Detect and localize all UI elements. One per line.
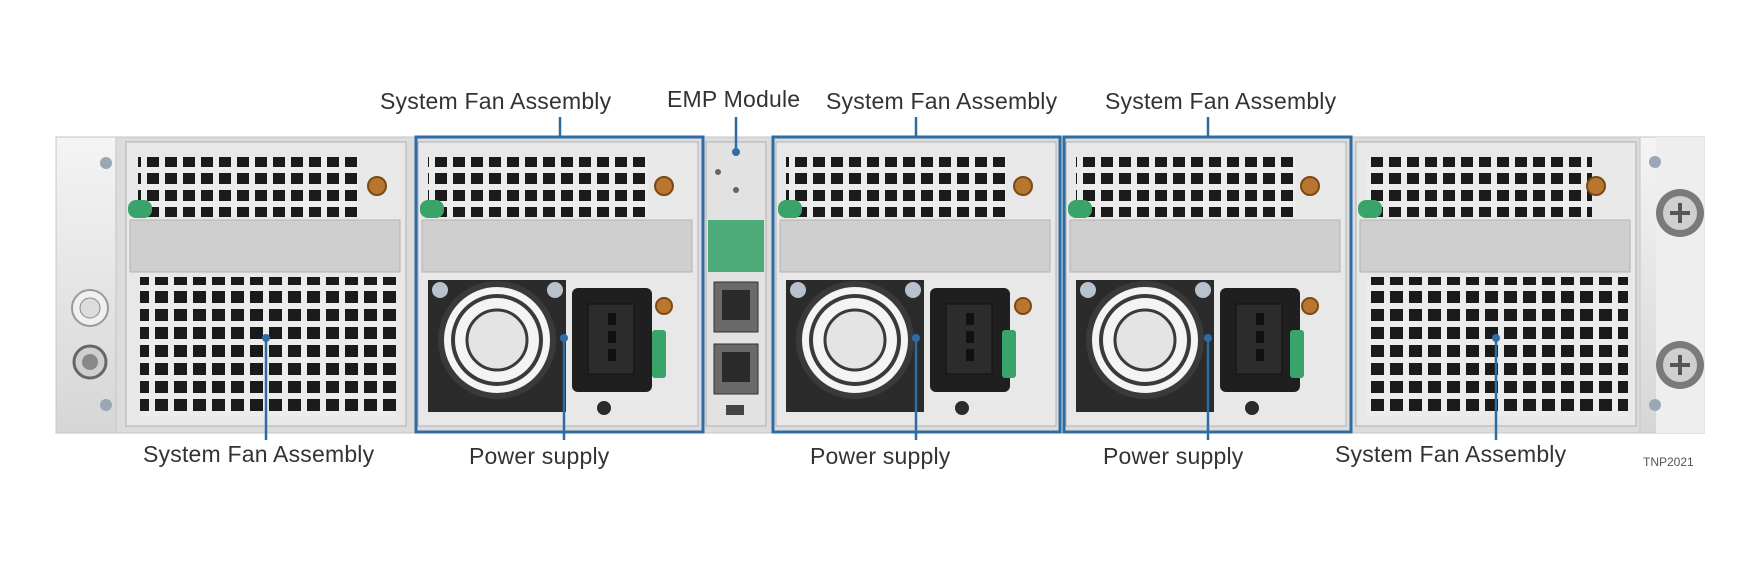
label-power-supply-3: Power supply — [1103, 443, 1244, 469]
power-supply-module-3 — [1065, 141, 1347, 427]
label-system-fan-assembly-top-2: System Fan Assembly — [826, 88, 1058, 114]
label-emp-module: EMP Module — [667, 86, 801, 112]
left-rack-ear — [71, 157, 112, 411]
label-system-fan-assembly-top-3: System Fan Assembly — [1105, 88, 1337, 114]
leader-lines — [264, 117, 1498, 440]
emp-module — [705, 141, 767, 427]
leader-dots — [262, 148, 1500, 342]
label-system-fan-assembly-bottom-right: System Fan Assembly — [1335, 441, 1567, 467]
label-power-supply-1: Power supply — [469, 443, 610, 469]
power-supply-module-2 — [775, 141, 1057, 427]
power-supply-module-1 — [417, 141, 699, 427]
right-rack-ear — [1649, 156, 1704, 411]
label-power-supply-2: Power supply — [810, 443, 951, 469]
label-system-fan-assembly-top-1: System Fan Assembly — [380, 88, 612, 114]
label-system-fan-assembly-bottom-left: System Fan Assembly — [143, 441, 375, 467]
figure-code: TNP2021 — [1643, 455, 1694, 469]
